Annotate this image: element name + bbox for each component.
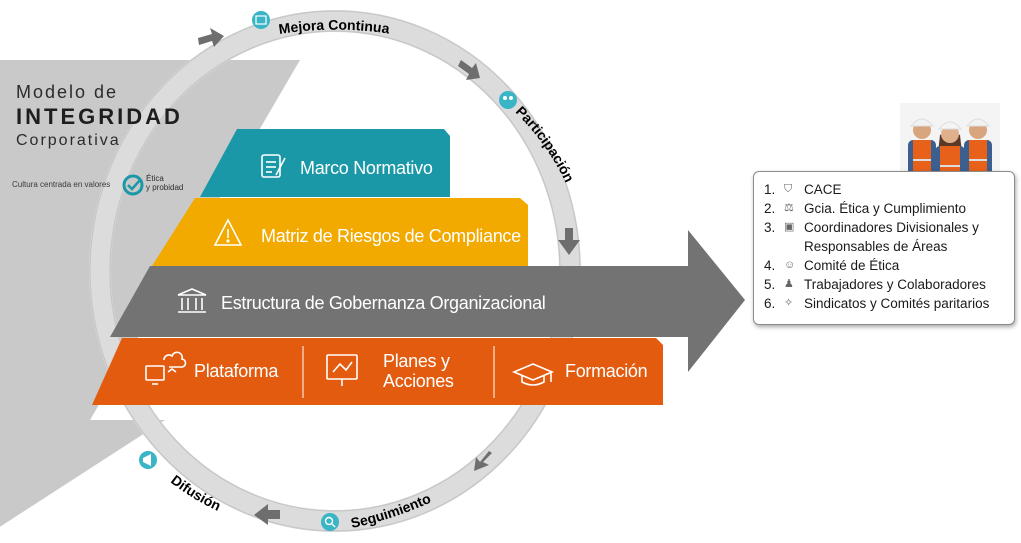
participants-list: 1.⛉CACE 2.⚖Gcia. Ética y Cumplimiento 3.… <box>754 172 1014 313</box>
label-plataforma: Plataforma <box>194 361 279 381</box>
label-matriz-riesgos: Matriz de Riesgos de Compliance <box>261 226 521 246</box>
arrow-icon <box>254 504 280 525</box>
label-planes-line1: Planes y <box>383 351 450 371</box>
list-item: 3.▣Coordinadores Divisionales y <box>764 220 979 235</box>
model-title-line2: INTEGRIDAD <box>16 104 183 129</box>
model-title-line1: Modelo de <box>16 82 119 102</box>
arrow-icon <box>558 228 580 255</box>
list-item: 6.✧Sindicatos y Comités paritarios <box>764 296 990 311</box>
workers-icon: ♟ <box>784 278 794 290</box>
presentation-board-icon <box>326 354 358 386</box>
logo-text: Ética y probidad <box>146 174 184 192</box>
group-icon: ☺ <box>784 259 796 271</box>
badge-icon: ▣ <box>784 221 795 233</box>
bar-marco-normativo <box>200 129 450 197</box>
institution-icon <box>177 288 207 313</box>
arrow-icon <box>198 28 224 47</box>
bar-orange-tools <box>92 338 663 405</box>
people-icon <box>499 91 517 109</box>
list-item: 5.♟Trabajadores y Colaboradores <box>764 277 986 292</box>
graduation-cap-icon <box>511 363 555 386</box>
chart-icon <box>252 11 270 29</box>
label-formacion: Formación <box>565 361 648 381</box>
scales-icon: ⚖ <box>784 202 794 214</box>
list-item: Responsables de Áreas <box>804 239 948 254</box>
model-tagline: Cultura centrada en valores <box>12 180 111 189</box>
cycle-label-top: Mejora Continua <box>278 17 391 37</box>
list-item: 1.⛉CACE <box>764 182 842 197</box>
participants-list-box: 1.⛉CACE 2.⚖Gcia. Ética y Cumplimiento 3.… <box>753 171 1015 325</box>
handshake-icon: ✧ <box>784 297 794 309</box>
arrow-icon <box>458 60 480 80</box>
check-logo-icon <box>122 174 144 196</box>
model-title-line3: Corporativa <box>16 132 121 149</box>
bar-estructura-arrow <box>110 230 745 372</box>
cycle-arrows <box>198 28 580 525</box>
list-item: 4.☺Comité de Ética <box>764 258 900 273</box>
bar-matriz-riesgos <box>152 198 528 266</box>
shield-icon: ⛉ <box>784 183 793 195</box>
label-estructura: Estructura de Gobernanza Organizacional <box>221 293 546 313</box>
cloud-computer-icon <box>145 351 187 385</box>
label-planes-line2: Acciones <box>383 371 454 391</box>
warning-icon <box>213 218 243 246</box>
arrow-icon <box>474 451 492 471</box>
document-edit-icon <box>261 154 286 178</box>
magnifier-icon <box>321 513 339 531</box>
label-marco-normativo: Marco Normativo <box>300 158 433 178</box>
list-item: 2.⚖Gcia. Ética y Cumplimiento <box>764 201 967 216</box>
